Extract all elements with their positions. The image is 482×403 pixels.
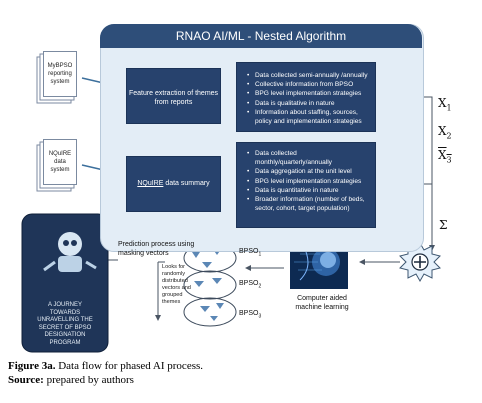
- info-box-mybpso: Data collected semi-annually /annually C…: [236, 62, 376, 132]
- book-line: SECRET OF BPSO: [38, 324, 92, 331]
- note-line: distributed: [162, 278, 188, 284]
- mybpso-line-1: reporting: [48, 71, 72, 77]
- prediction-line-2: masking vectors: [118, 250, 169, 257]
- feature-extraction-box: Feature extraction of themes from report…: [126, 68, 221, 124]
- plus-star-icon: [399, 241, 441, 283]
- prediction-line-1: Prediction process using: [118, 241, 195, 248]
- note-line: themes: [162, 299, 181, 305]
- info-1-item: BPG level implementation strategies: [247, 89, 369, 98]
- info-1-item: Collective information from BPSO: [247, 80, 369, 89]
- mybpso-line-2: system: [50, 79, 70, 85]
- book-line: PROGRAM: [49, 339, 81, 346]
- source-label: Source:: [8, 374, 44, 386]
- note-line: randomly: [162, 271, 186, 277]
- source-caption: Source: prepared by authors: [8, 374, 134, 386]
- sum-symbol: Σ: [439, 218, 448, 232]
- book-line: TOWARDS: [49, 309, 81, 316]
- nquire-summary-suffix: data summary: [165, 180, 210, 187]
- info-2-item: Data is quantitative in nature: [247, 186, 369, 195]
- figure-text: Data flow for phased AI process.: [58, 360, 204, 372]
- nquire-summary-box: NQuIRE data summary: [126, 156, 221, 212]
- journey-book-image: [21, 213, 109, 353]
- nquire-line-2: system: [50, 167, 70, 173]
- mybpso-name: MyBPSO: [47, 63, 73, 69]
- journey-book-text: A JOURNEY TOWARDS UNRAVELLING THE SECRET…: [26, 302, 104, 347]
- x2-label: X2: [438, 124, 452, 141]
- bpso1-label: BPSO1: [239, 248, 262, 258]
- nquire-summary-prefix: NQuIRE: [137, 180, 164, 187]
- figure-caption: Figure 3a. Data flow for phased AI proce…: [8, 360, 203, 372]
- ellipse-bpso-3: [183, 297, 237, 327]
- x3-label: X3: [438, 148, 452, 165]
- diagram-title: RNAO AI/ML - Nested Algorithm: [100, 24, 422, 48]
- prediction-label: Prediction process using masking vectors: [118, 240, 198, 258]
- mybpso-document-icon: MyBPSO reporting system: [43, 51, 77, 97]
- ml-label: Computer aided machine learning: [282, 294, 362, 312]
- nquire-document-icon: NQuIRE data system: [43, 139, 77, 185]
- info-1-item: Data collected semi-annually /annually: [247, 71, 369, 80]
- book-line: UNRAVELLING THE: [37, 317, 93, 323]
- info-1-item: Information about staffing, sources, pol…: [247, 108, 369, 126]
- figure-label: Figure 3a.: [8, 360, 56, 372]
- note-line: Looks for: [162, 264, 186, 270]
- info-2-item: BPG level implementation strategies: [247, 177, 369, 186]
- info-1-item: Data is qualitative in nature: [247, 99, 369, 108]
- book-line: A JOURNEY: [47, 302, 82, 308]
- ml-label-line-1: Computer aided: [297, 295, 347, 302]
- note-line: vectors and: [162, 285, 191, 291]
- ml-label-line-2: machine learning: [295, 304, 349, 311]
- note-line: grouped: [162, 292, 183, 298]
- info-2-item: Broader information (number of beds, sec…: [247, 195, 369, 213]
- info-2-item: Data collected monthly/quarterly/annuall…: [247, 149, 369, 167]
- random-vectors-note: Looks for randomly distributed vectors a…: [162, 264, 198, 306]
- source-text: prepared by authors: [46, 374, 134, 386]
- nquire-line-1: data: [54, 159, 66, 165]
- info-2-item: Data aggregation at the unit level: [247, 167, 369, 176]
- bpso2-label: BPSO2: [239, 280, 262, 290]
- x1-label: X1: [438, 96, 452, 113]
- nquire-name: NQuIRE: [48, 151, 72, 157]
- ellipse-bpso-2: [183, 270, 237, 300]
- info-box-nquire: Data collected monthly/quarterly/annuall…: [236, 142, 376, 228]
- bpso3-label: BPSO3: [239, 310, 262, 320]
- feature-extraction-label: Feature extraction of themes from report…: [128, 90, 219, 106]
- book-line: DESIGNATION: [44, 332, 86, 338]
